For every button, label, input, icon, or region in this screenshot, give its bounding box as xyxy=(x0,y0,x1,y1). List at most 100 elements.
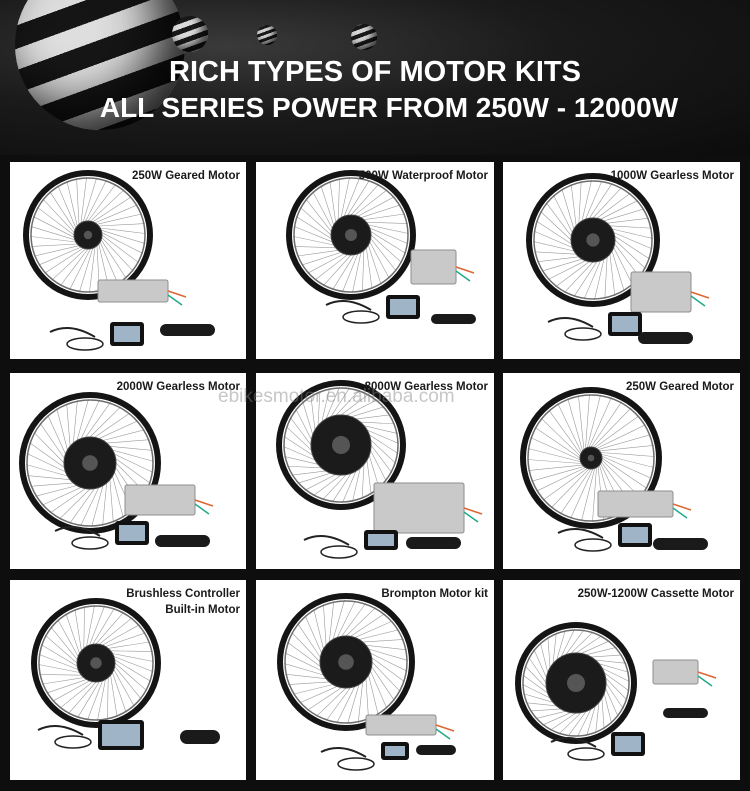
motor-kit-image xyxy=(515,622,717,761)
wheel-spoke xyxy=(588,182,613,219)
wheel-spoke xyxy=(556,629,566,661)
wheel-spoke xyxy=(581,179,592,222)
motor-kit-card[interactable]: 8000W Gearless Motor xyxy=(256,373,494,569)
wheel-illustration xyxy=(277,593,456,771)
motor-kit-card[interactable]: 250W Geared Motor xyxy=(10,162,246,359)
wheel-spoke xyxy=(592,407,632,448)
wheel-spoke xyxy=(112,653,155,662)
wheel-spoke xyxy=(540,417,581,457)
controller-cable xyxy=(435,728,451,740)
cable-coil xyxy=(54,735,92,749)
wheel-spoke xyxy=(49,191,76,231)
wheel-spoke xyxy=(57,185,77,229)
wheel-rim xyxy=(522,629,630,737)
cable-coil xyxy=(320,545,358,559)
wheel-spoke xyxy=(352,252,362,294)
wheel-spoke xyxy=(80,399,100,439)
wheel-spoke xyxy=(285,426,312,451)
wheel-spoke xyxy=(51,248,86,281)
wheel-spoke xyxy=(578,395,585,450)
wheel-spoke xyxy=(607,217,649,224)
wheel-spokes xyxy=(283,599,409,725)
wheel-spoke xyxy=(360,204,401,218)
cable-coil xyxy=(337,757,375,771)
wheel-illustration xyxy=(515,622,717,761)
wheel-spoke xyxy=(540,642,549,673)
wheel-spoke xyxy=(289,417,312,446)
wheel-spoke xyxy=(101,234,140,264)
wheel-spoke xyxy=(94,204,138,224)
wheel-spoke xyxy=(369,241,390,279)
wheel-spoke xyxy=(522,693,554,703)
wheel-spoke xyxy=(337,178,340,220)
wheel-spoke xyxy=(109,445,153,451)
wheel-spoke xyxy=(594,258,605,301)
brake-lever xyxy=(547,317,594,328)
wheel-spoke xyxy=(368,244,382,285)
motor-kit-card[interactable]: 500W Waterproof Motor xyxy=(256,162,494,359)
card-label: 250W Geared Motor xyxy=(626,381,734,393)
wheel-spoke xyxy=(86,680,103,721)
wheel-spoke xyxy=(340,393,369,416)
wheel-spoke xyxy=(542,468,588,501)
cable-coil xyxy=(574,538,612,552)
motor-kit-card[interactable]: 2000W Gearless Motor xyxy=(10,373,246,569)
wheel-spoke xyxy=(596,192,631,219)
wheel-spoke xyxy=(69,488,95,524)
wheel-spoke xyxy=(588,397,612,448)
wheel-spoke xyxy=(336,600,356,638)
motor-kit-card[interactable]: 250W Geared Motor xyxy=(503,373,740,569)
wheel-spoke xyxy=(361,464,365,500)
wheel-spoke xyxy=(78,248,94,293)
wheel-spoke xyxy=(597,434,651,450)
striped-sphere-decoration xyxy=(351,24,377,50)
wheel-spoke xyxy=(362,250,365,292)
wheel-spoke xyxy=(114,453,154,473)
wheel-illustration xyxy=(23,170,215,351)
wheel-spoke xyxy=(355,414,391,420)
controller-box xyxy=(630,271,692,313)
wheel-spoke xyxy=(595,702,600,734)
card-label: 250W Geared Motor xyxy=(132,170,240,182)
brake-lever xyxy=(320,747,367,758)
motor-kit-card[interactable]: 250W-1200W Cassette Motor xyxy=(503,580,740,780)
wheel-spoke xyxy=(110,650,153,652)
wheel-spoke xyxy=(89,605,106,646)
wheel-spoke xyxy=(352,467,361,502)
wheel-spoke xyxy=(329,180,336,223)
wheel-spoke xyxy=(30,482,74,487)
controller-cable xyxy=(455,270,471,282)
wheel-spoke xyxy=(66,180,78,227)
throttle-grip xyxy=(638,332,693,344)
wheel-spoke xyxy=(304,615,322,654)
motor-kit-card[interactable]: Brompton Motor kit xyxy=(256,580,494,780)
wheel-spoke xyxy=(313,608,324,650)
card-label: Brompton Motor kit xyxy=(381,588,488,600)
wheel-spoke xyxy=(567,398,583,452)
wheel-spoke xyxy=(328,601,335,643)
lcd-screen xyxy=(119,525,145,541)
wheel-spoke xyxy=(578,181,582,224)
wheel-spoke xyxy=(537,256,579,263)
wheel-spoke xyxy=(532,241,575,252)
wheel-spoke xyxy=(601,457,648,489)
wheel-spoke xyxy=(535,220,572,245)
motor-kit-card[interactable]: 1000W Gearless Motor xyxy=(503,162,740,359)
controller-box xyxy=(373,482,465,534)
hub-axle xyxy=(338,654,354,670)
wheel-spoke xyxy=(565,629,585,655)
wheel-spoke xyxy=(85,179,107,222)
wheel-spoke xyxy=(351,406,385,418)
wheel-spokes xyxy=(532,179,654,301)
wheel-spoke xyxy=(553,194,573,233)
wheel-spoke xyxy=(282,446,316,461)
wheel-spoke xyxy=(316,687,347,717)
wheel-rim xyxy=(283,387,399,503)
wheel-spoke xyxy=(310,395,316,431)
wheel-spoke xyxy=(40,644,78,667)
wheel-rim xyxy=(527,394,655,522)
wheel-spoke xyxy=(558,712,582,735)
wheel-spoke xyxy=(101,229,146,245)
wheel-illustration xyxy=(526,173,710,344)
